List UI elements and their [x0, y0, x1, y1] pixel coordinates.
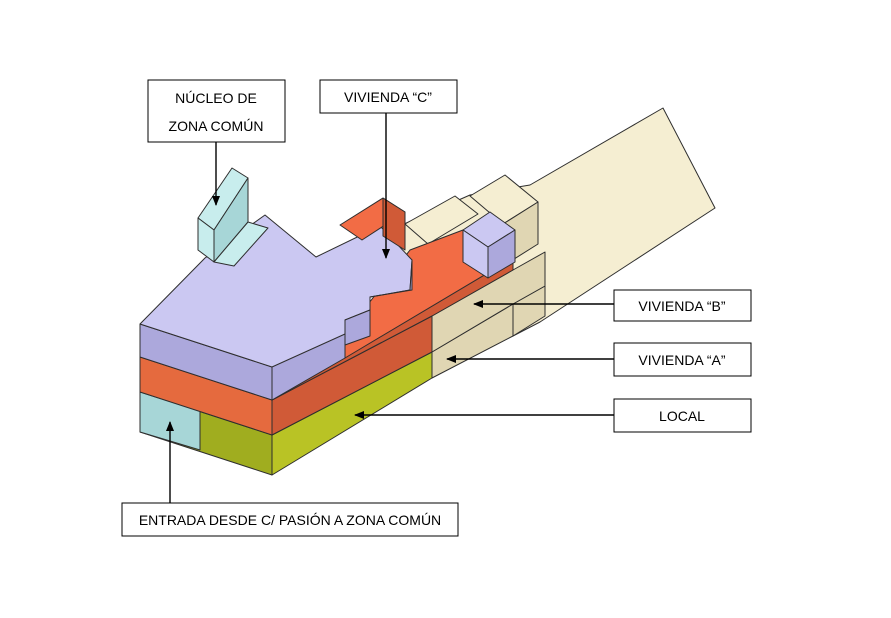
nucleo-volume [197, 167, 269, 267]
label-vivienda-b-text: VIVIENDA “B” [638, 298, 725, 314]
label-local-text: LOCAL [659, 408, 705, 424]
neighbor-mid-block [404, 195, 479, 245]
label-vivienda-a-text: VIVIENDA “A” [638, 352, 725, 368]
label-vivienda-a: VIVIENDA “A” [613, 342, 752, 377]
label-entrada-text: ENTRADA DESDE C/ PASIÓN A ZONA COMÚN [139, 512, 441, 528]
label-vivienda-c-text: VIVIENDA “C” [344, 89, 432, 105]
vivienda-c-chimney-side [382, 197, 406, 251]
vivienda-c-box-front [462, 229, 489, 279]
vivienda-c-step-side-2 [369, 259, 413, 298]
label-vivienda-c: VIVIENDA “C” [319, 79, 458, 114]
label-entrada: ENTRADA DESDE C/ PASIÓN A ZONA COMÚN [121, 502, 459, 537]
vivienda-c-front-edge [271, 333, 346, 401]
label-local: LOCAL [613, 398, 752, 433]
label-nucleo-line2: ZONA COMÚN [169, 118, 264, 134]
label-nucleo-line1: NÚCLEO DE [175, 90, 257, 106]
label-vivienda-b: VIVIENDA “B” [613, 289, 752, 322]
nucleo-roof-strip [213, 221, 269, 267]
label-nucleo: NÚCLEO DE ZONA COMÚN [147, 79, 286, 143]
local-volume [139, 351, 433, 476]
vivienda-c-volume [139, 197, 516, 401]
